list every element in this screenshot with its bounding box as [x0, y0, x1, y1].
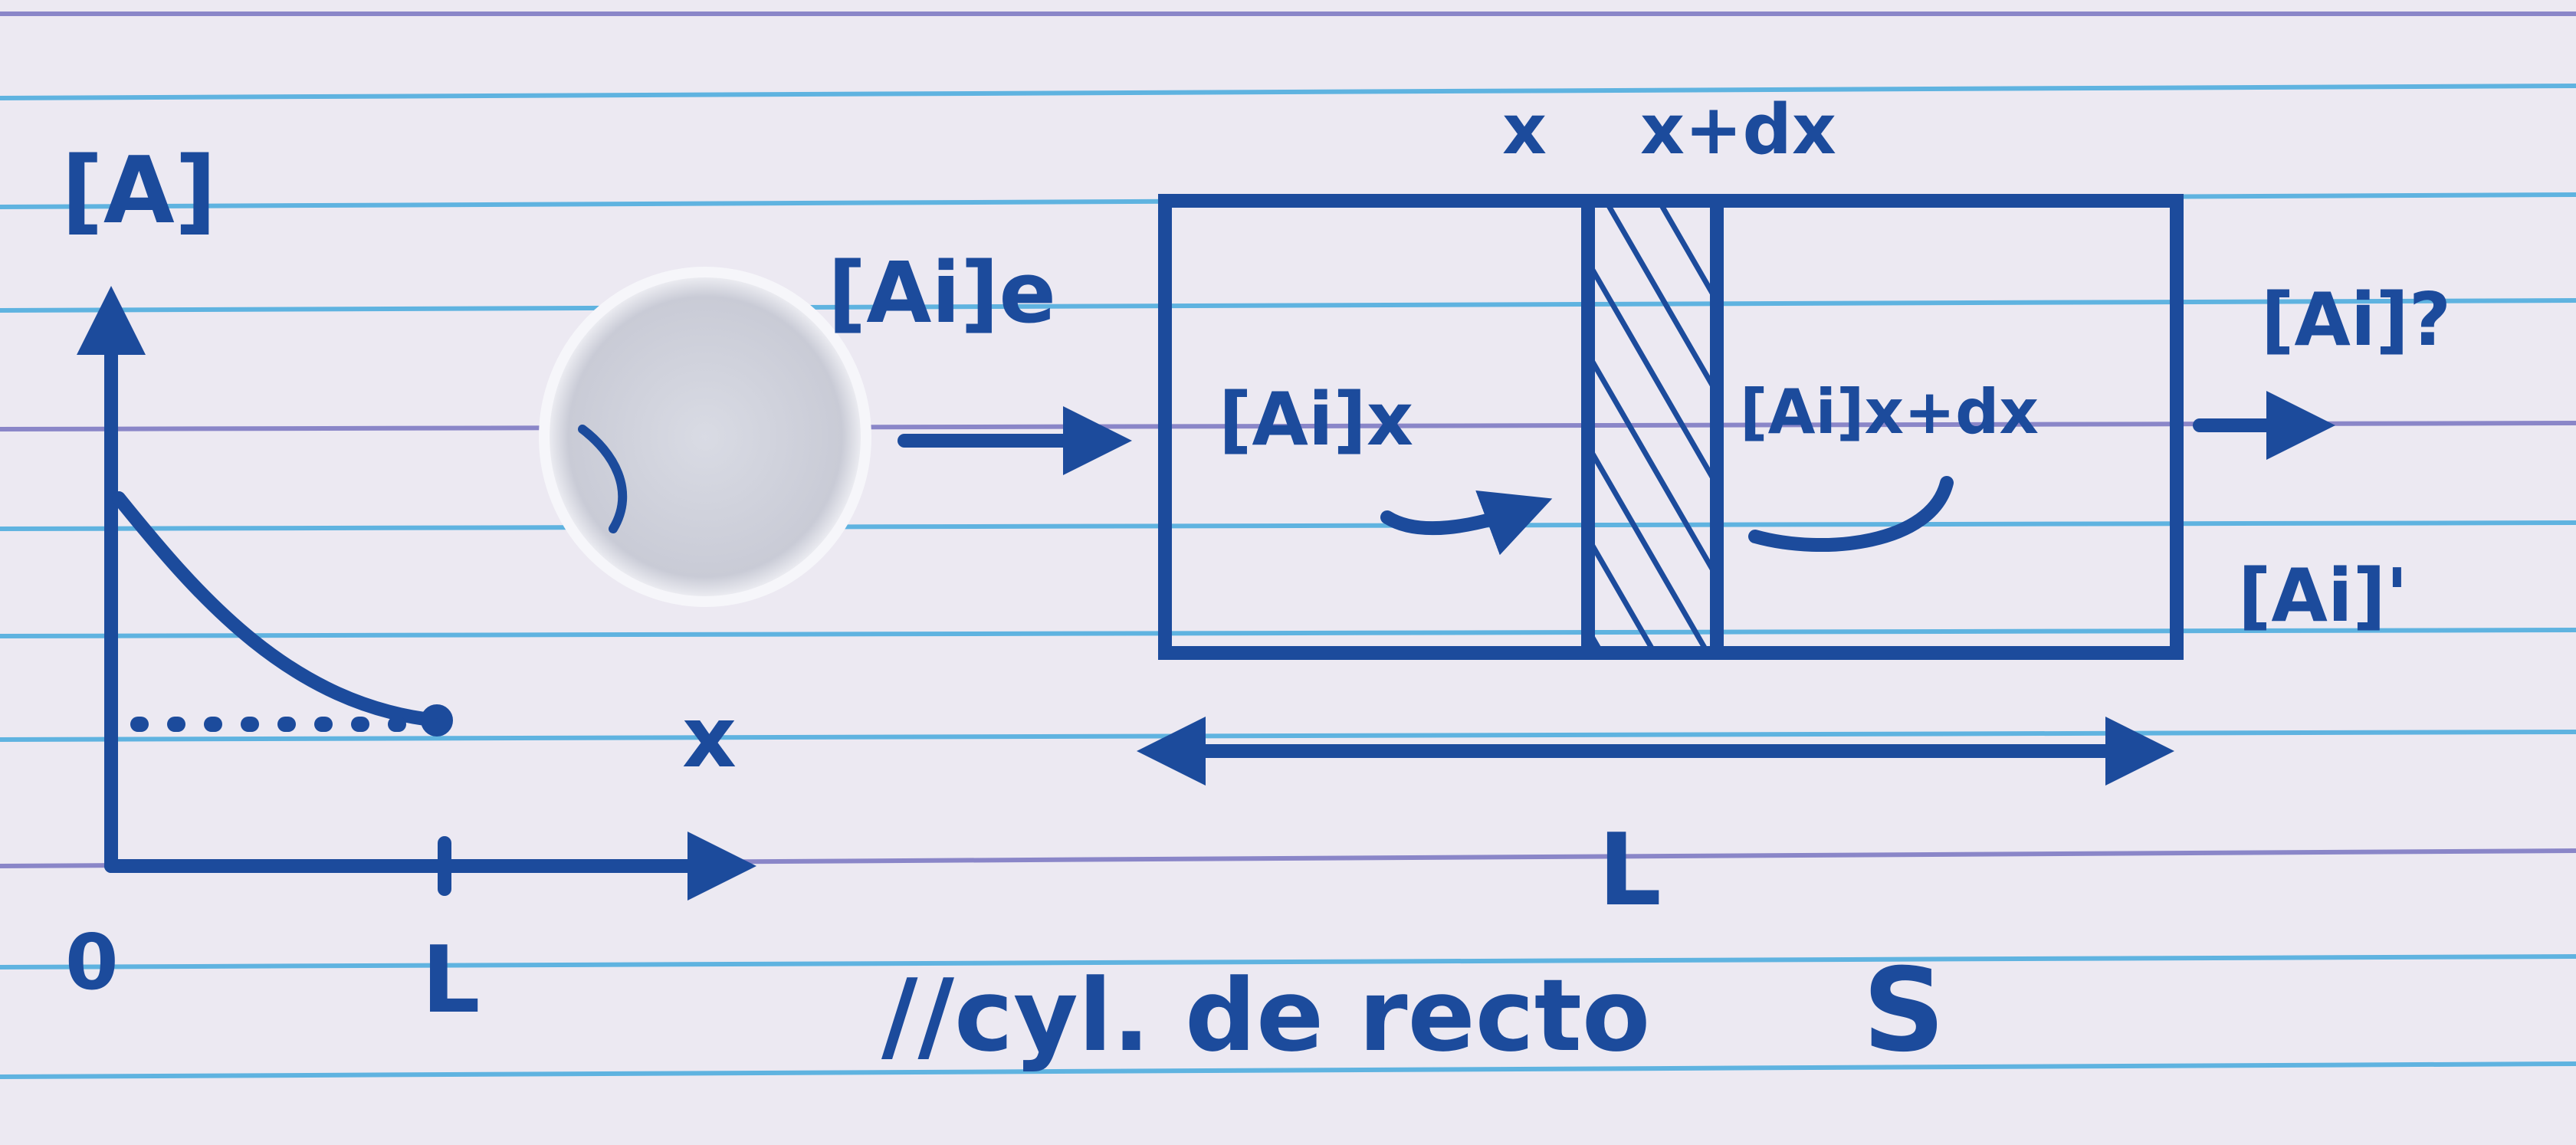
control-volume-slice [1581, 194, 1724, 660]
reactor-diagram [897, 194, 2335, 786]
rule-line [0, 421, 2576, 431]
graph-length-tick-label: L [422, 927, 480, 1034]
reactor-section-label: S [1862, 944, 1945, 1078]
slice-x-plus-dx-label: x+dx [1640, 90, 1836, 170]
rule-line [0, 730, 2576, 742]
flux-out-stroke [1748, 476, 1954, 553]
graph-x-label: x [682, 688, 737, 786]
hole-ink-mark [578, 425, 628, 533]
outlet-concentration-label-bottom: [Ai]' [2238, 554, 2408, 638]
reactor-caption: //cyl. de recto [881, 957, 1650, 1074]
rule-line [0, 954, 2576, 969]
concentration-at-x-plus-dx-label: [Ai]x+dx [1740, 376, 2039, 448]
graph-y-label: [A] [61, 138, 217, 244]
concentration-at-x-label: [Ai]x [1219, 378, 1413, 462]
outlet-concentration-label-top: [Ai]? [2261, 278, 2451, 363]
rule-line [0, 520, 2576, 531]
rule-line [0, 298, 2576, 313]
slice-x-label: x [1502, 90, 1547, 170]
concentration-graph [77, 286, 756, 901]
inlet-concentration-label: [Ai]e [828, 244, 1056, 342]
rule-line [0, 84, 2576, 100]
curve-end-point [421, 704, 453, 737]
concentration-decay-curve [112, 491, 444, 727]
flux-in-arrow [1380, 490, 1553, 556]
ruled-lines [0, 11, 2576, 1079]
rule-line [0, 628, 2576, 638]
punch-hole [539, 267, 871, 607]
reactor-length-label: L [1598, 812, 1662, 928]
punch-hole-circle [539, 267, 871, 607]
graph-origin-label: 0 [65, 917, 119, 1007]
rule-line [0, 1061, 2576, 1079]
